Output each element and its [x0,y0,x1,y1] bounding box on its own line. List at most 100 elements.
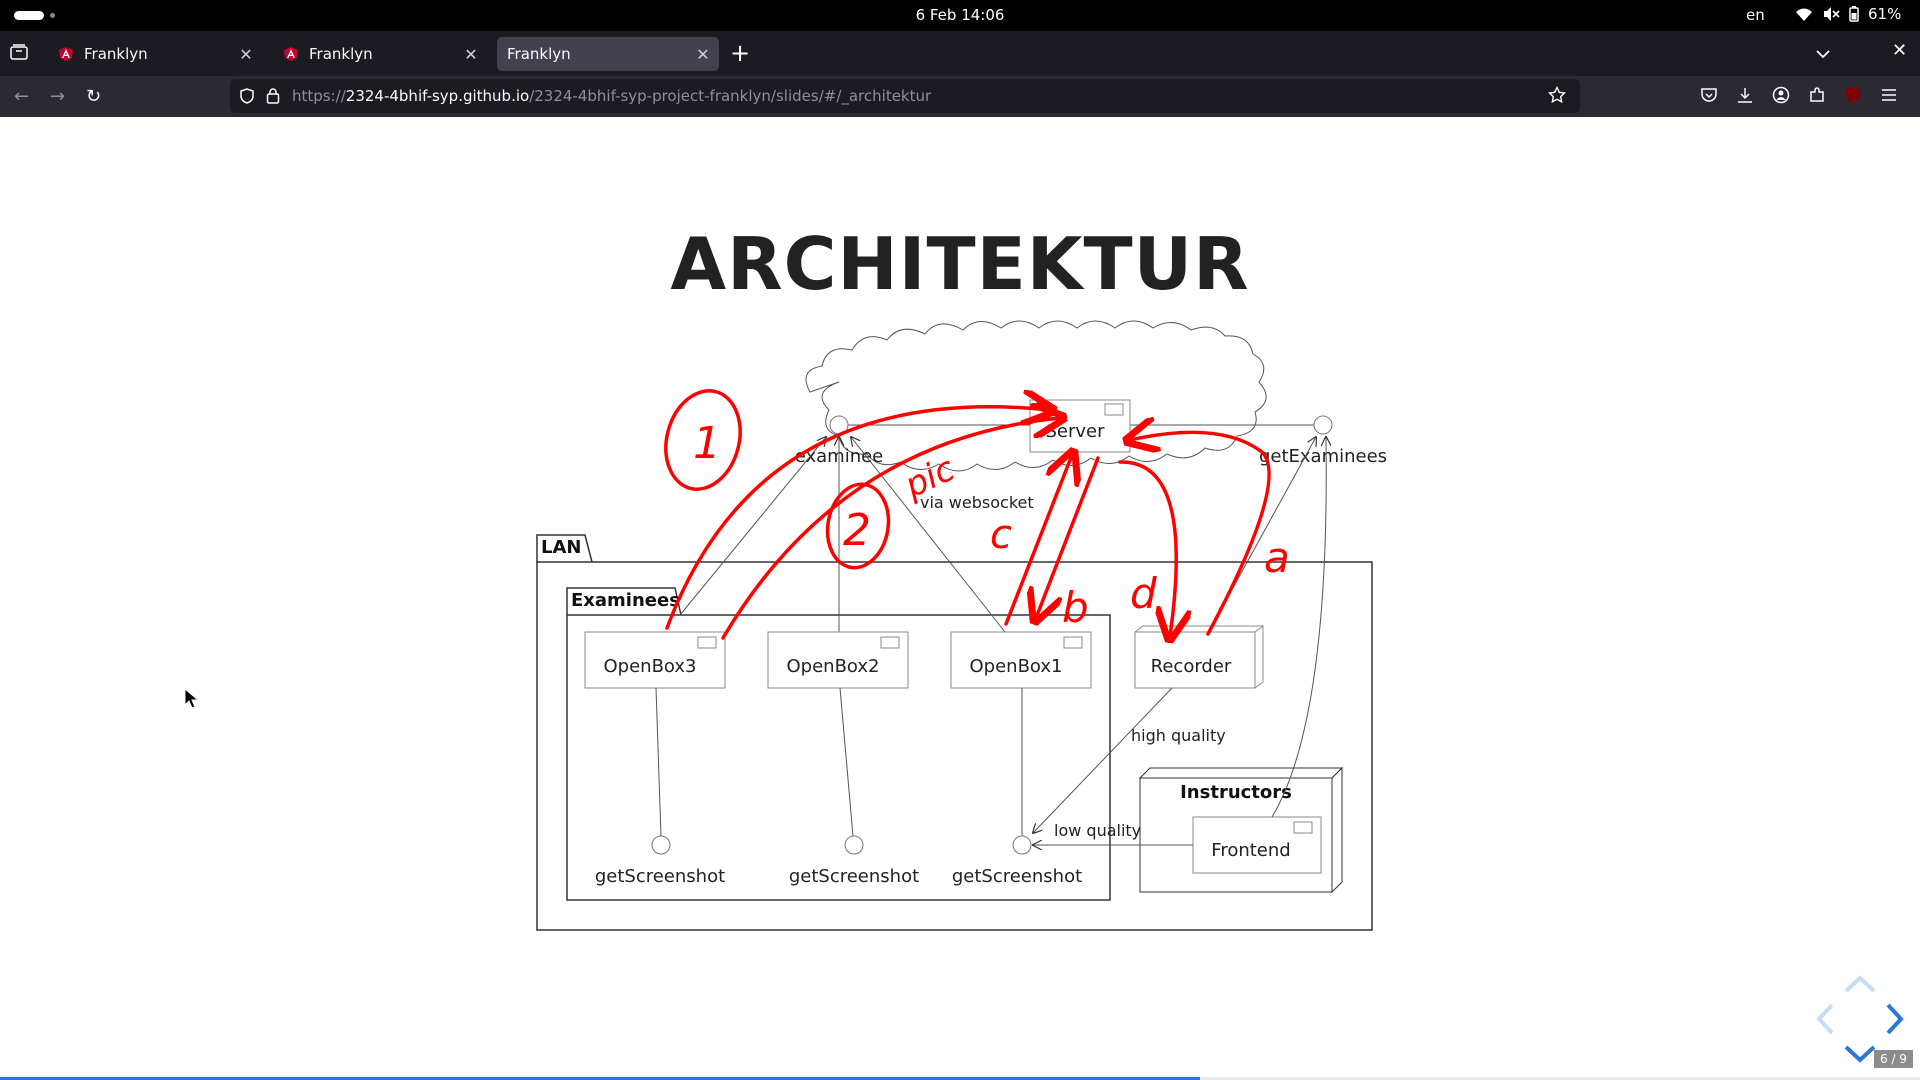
padlock-icon[interactable] [266,87,280,108]
pocket-icon[interactable] [1700,86,1718,104]
address-bar[interactable]: https://2324-4bhif-syp.github.io/2324-4b… [230,79,1580,113]
tab-close-icon[interactable]: ✕ [239,44,253,64]
slide-title: ARCHITEKTUR [670,222,1250,306]
bookmark-star-icon[interactable] [1547,85,1567,108]
workspace-dot [50,13,55,18]
openbox3-to-examinee [679,437,826,616]
tab-franklyn-1[interactable]: Franklyn ✕ [48,37,262,71]
arrow-step-1 [665,407,1050,630]
component-icon [1293,821,1313,834]
battery-percentage: 61% [1868,5,1902,23]
toolbar-icons [1700,86,1898,104]
recorder-to-screenshot [1033,687,1173,833]
extensions-puzzle-icon[interactable] [1808,86,1826,104]
mouse-cursor-icon [184,688,200,709]
circle-step-1 [664,389,742,491]
progress-bar [0,1077,1200,1080]
frontend-label: Frontend [1211,840,1290,861]
close-window-icon[interactable]: ✕ [1892,40,1908,61]
browser-nav-bar: ← → ↻ https://2324-4bhif-syp.github.io/2… [0,76,1920,117]
system-top-bar: 6 Feb 14:06 en 61% [0,0,1920,31]
screenshot-label-1: getScreenshot [952,866,1082,887]
browser-tab-bar: Franklyn ✕ Franklyn ✕ Franklyn ✕ + ✕ [0,31,1920,76]
component-icon [880,636,900,649]
red-annotations [664,389,1271,640]
tab-franklyn-3-active[interactable]: Franklyn ✕ [497,37,719,71]
tab-close-icon[interactable]: ✕ [696,44,710,64]
annotation-a: a [1264,533,1290,582]
openbox2-label: OpenBox2 [787,656,880,677]
new-tab-plus-icon[interactable]: + [730,39,751,67]
frontend-to-getexaminees [1271,437,1326,818]
nav-up-arrow-icon[interactable] [1844,975,1876,993]
volume-muted-icon [1822,6,1840,22]
component-icon [697,636,717,649]
component-icon [1104,403,1124,416]
slide-number: 6 / 9 [1874,1050,1913,1068]
slide-navigation-controls [1816,975,1904,1063]
arrow-a-up [1130,432,1271,636]
firefox-view-icon[interactable] [10,44,28,64]
screenshot-interface-3 [651,835,671,855]
list-all-tabs-chevron-icon[interactable] [1816,45,1830,63]
url-path: /2324-4bhif-syp-project-franklyn/slides/… [529,87,932,105]
screenshot-interface-1 [1012,835,1032,855]
nav-left-arrow-icon[interactable] [1816,1003,1834,1035]
annotation-d: d [1130,569,1157,618]
tab-franklyn-2[interactable]: Franklyn ✕ [273,37,487,71]
lan-package-tab [536,534,593,563]
hamburger-menu-icon[interactable] [1880,86,1898,104]
recorder-node-depth [1134,625,1264,689]
openbox3-label: OpenBox3 [604,656,697,677]
angular-favicon-icon [59,47,73,61]
recorder-label: Recorder [1151,656,1232,677]
back-arrow-icon[interactable]: ← [14,86,30,107]
get-examinees-label: getExaminees [1259,446,1387,467]
instructors-node-side [1331,766,1343,894]
account-icon[interactable] [1772,86,1790,104]
high-quality-label: high quality [1131,726,1226,745]
url-scheme: https:// [292,87,346,105]
openbox1-to-examinee [851,437,1006,633]
instructors-node-top [1138,767,1344,779]
screenshot-label-2: getScreenshot [789,866,919,887]
annotation-step-2: 2 [843,505,871,556]
clock[interactable]: 6 Feb 14:06 [915,6,1005,24]
instructors-label: Instructors [1180,782,1292,803]
forward-arrow-icon[interactable]: → [50,86,66,107]
openbox1-label: OpenBox1 [970,656,1063,677]
reload-icon[interactable]: ↻ [86,86,102,107]
arrow-c-up [1004,455,1072,626]
battery-icon [1849,6,1859,22]
nav-right-arrow-icon[interactable] [1886,1003,1904,1035]
url-text[interactable]: https://2324-4bhif-syp.github.io/2324-4b… [292,87,931,105]
wifi-icon [1795,6,1813,22]
keyboard-language[interactable]: en [1746,6,1765,24]
openbox2-screenshot-link [839,687,854,837]
server-label: Server [1045,421,1105,442]
screenshot-interface-2 [844,835,864,855]
system-tray[interactable]: 61% [1795,5,1901,23]
lan-label: LAN [541,537,581,558]
tab-title: Franklyn [84,45,148,63]
nav-down-arrow-icon[interactable] [1844,1045,1876,1063]
annotation-c: c [990,512,1012,558]
get-examinees-interface [1313,415,1333,435]
examinees-label: Examinees [571,590,680,611]
angular-favicon-icon [284,47,298,61]
arrow-step-2 [721,418,1060,640]
tab-close-icon[interactable]: ✕ [464,44,478,64]
downloads-icon[interactable] [1736,86,1754,104]
arrow-d-down [1118,460,1176,636]
arrow-b-down [1036,456,1100,618]
annotation-step-1: 1 [693,418,721,469]
tracking-protection-shield-icon[interactable] [240,88,254,108]
screenshot-label-3: getScreenshot [595,866,725,887]
ublock-origin-icon[interactable] [1844,86,1862,104]
component-icon [1063,636,1083,649]
activities-indicator[interactable] [14,11,44,20]
url-host: 2324-4bhif-syp.github.io [345,87,530,105]
openbox3-screenshot-link [655,687,662,837]
tab-title: Franklyn [507,45,571,63]
